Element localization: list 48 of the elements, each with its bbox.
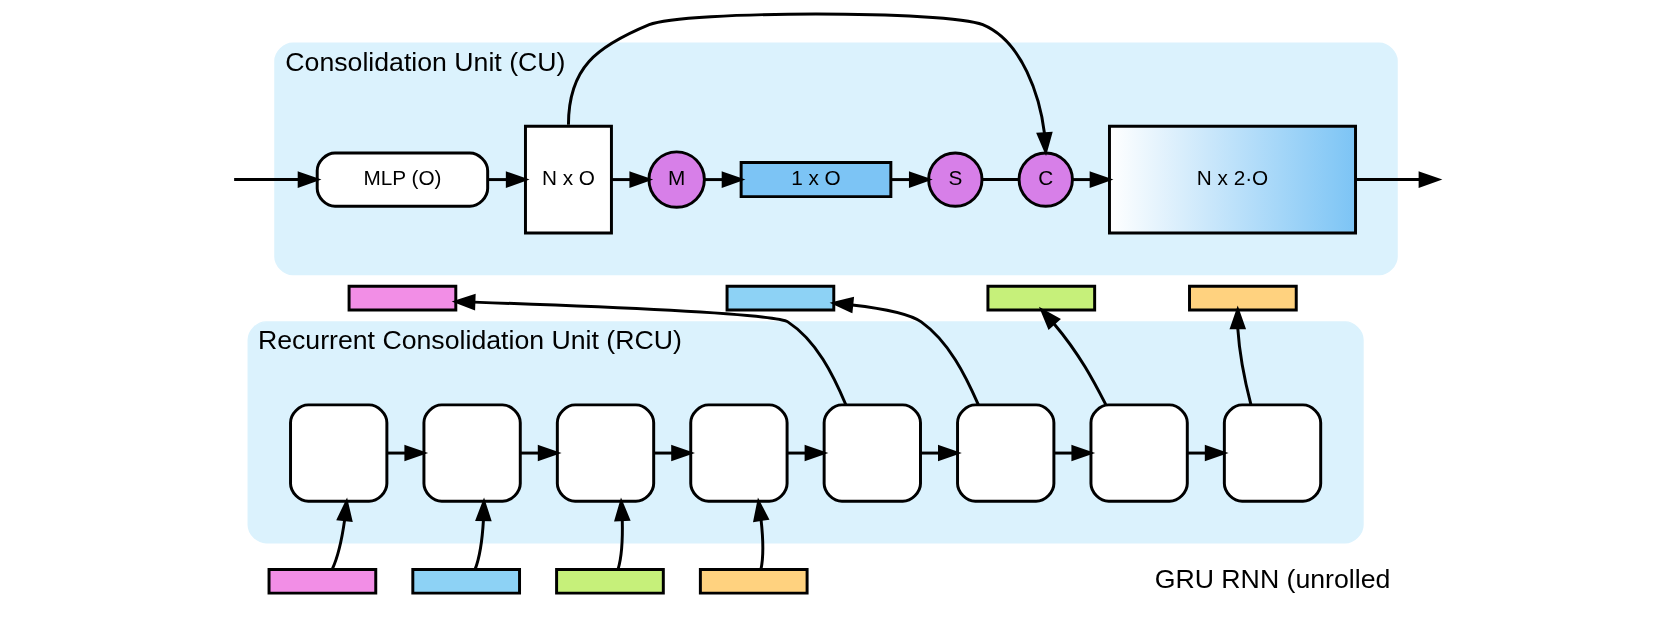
arrow	[611, 171, 654, 188]
arrow	[891, 171, 933, 188]
node-bar	[267, 567, 378, 595]
arrow	[704, 171, 746, 188]
node-box	[822, 403, 922, 503]
node-bar	[347, 284, 458, 312]
node-box: 1 x O	[739, 161, 893, 199]
arrow	[1187, 444, 1229, 462]
node-box	[689, 403, 789, 503]
arrow	[829, 296, 980, 406]
node-box	[956, 403, 1056, 503]
arrow	[488, 171, 530, 188]
node-box	[1089, 403, 1189, 503]
node-box	[422, 403, 522, 503]
node-box	[555, 403, 656, 503]
node-box: N x O	[524, 124, 613, 235]
node-bar	[555, 567, 665, 595]
label: GRU RNN (unrolled	[1154, 563, 1391, 594]
node-bar	[698, 567, 809, 595]
arrow	[614, 497, 631, 570]
arrow	[520, 444, 562, 462]
arrow	[1229, 305, 1253, 405]
arrow	[330, 497, 353, 570]
node-box: N x 2·O	[1108, 124, 1357, 235]
connector	[982, 178, 1019, 182]
arrow	[451, 293, 848, 406]
arrow	[387, 444, 429, 462]
arrow	[654, 444, 695, 462]
node-circle: M	[647, 150, 706, 209]
arrow	[1355, 171, 1443, 188]
node-box	[1222, 403, 1323, 503]
arrow	[566, 12, 1053, 156]
arrow	[1054, 444, 1096, 462]
node-bar	[1188, 284, 1298, 312]
arrow	[1072, 171, 1114, 188]
arrow	[787, 444, 829, 462]
node-circle: C	[1017, 151, 1074, 208]
node-bar	[986, 284, 1097, 312]
arrow	[753, 497, 770, 570]
node-bar	[411, 567, 521, 595]
arrow	[473, 497, 492, 570]
arrow	[234, 171, 322, 188]
arrow	[1038, 306, 1108, 406]
node-bar	[725, 284, 836, 312]
node-box	[289, 403, 389, 503]
node-circle: S	[927, 151, 984, 208]
arrow	[920, 444, 962, 462]
node-box: MLP (O)	[315, 151, 490, 208]
